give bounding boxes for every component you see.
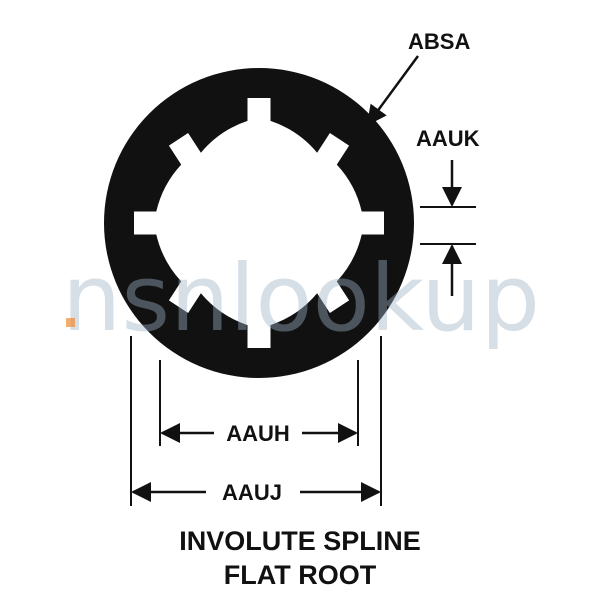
watermark-dot-icon bbox=[66, 318, 75, 327]
aauk-label: AAUK bbox=[416, 126, 480, 151]
watermark: nsnlookup bbox=[62, 245, 540, 352]
aauj-label: AAUJ bbox=[222, 480, 282, 505]
absa-label: ABSA bbox=[408, 29, 470, 54]
caption-line-1: INVOLUTE SPLINE bbox=[179, 526, 421, 556]
caption-line-2: FLAT ROOT bbox=[224, 560, 377, 590]
tooth-width-dimension bbox=[420, 160, 476, 296]
aauh-label: AAUH bbox=[226, 421, 290, 446]
watermark-text: nsnlookup bbox=[62, 245, 540, 352]
major-diameter-dimension bbox=[130, 336, 382, 506]
minor-diameter-dimension bbox=[159, 360, 359, 446]
absa-leader bbox=[366, 55, 420, 126]
